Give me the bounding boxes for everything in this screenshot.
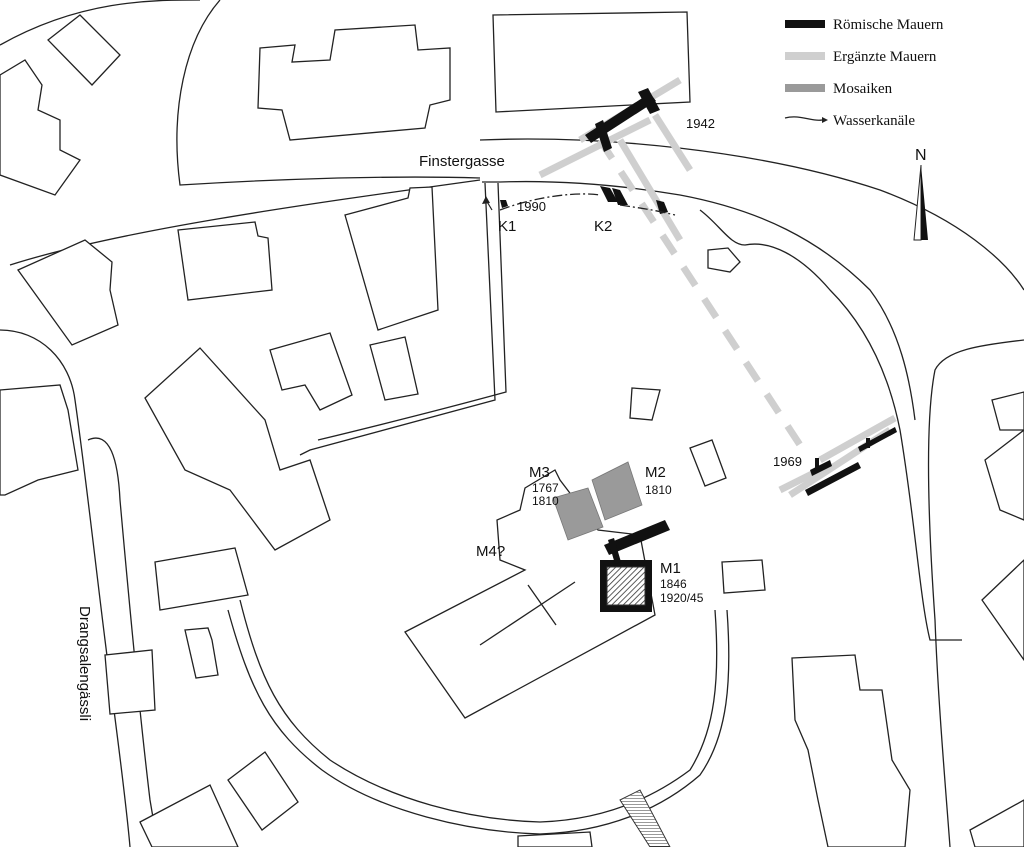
legend-symbol-water-channels <box>784 116 823 121</box>
legend-label-water-channels: Wasserkanäle <box>833 113 915 129</box>
reconstructed-walls <box>538 76 897 498</box>
water-channels <box>482 193 676 216</box>
enclosure-walls <box>227 182 962 835</box>
legend-label-mosaics: Mosaiken <box>833 81 893 97</box>
label-m2-year-1: 1810 <box>645 483 672 497</box>
legend-symbol-roman-walls <box>785 20 825 28</box>
mosaic-m3 <box>552 487 604 541</box>
legend: Römische Mauern Ergänzte Mauern Mosaiken… <box>784 17 944 129</box>
label-year-1990: 1990 <box>517 199 546 214</box>
label-m2: M2 <box>645 464 666 481</box>
legend-symbol-reconstructed-walls <box>785 52 825 60</box>
north-arrow-label: N <box>915 147 927 164</box>
label-m3-year-1: 1767 <box>532 481 559 495</box>
label-k1: K1 <box>498 218 516 235</box>
label-m3: M3 <box>529 464 550 481</box>
legend-label-roman-walls: Römische Mauern <box>833 17 944 33</box>
stairs <box>619 789 671 847</box>
mosaics <box>552 461 643 541</box>
buildings <box>0 11 1024 847</box>
church <box>404 469 656 719</box>
label-year-1969: 1969 <box>773 454 802 469</box>
north-arrow: N <box>913 147 928 241</box>
label-year-1942: 1942 <box>686 116 715 131</box>
roman-walls <box>500 88 897 612</box>
label-m1-year-1: 1846 <box>660 577 687 591</box>
label-m1: M1 <box>660 560 681 577</box>
legend-label-reconstructed-walls: Ergänzte Mauern <box>833 49 937 65</box>
label-m3-year-2: 1810 <box>532 494 559 508</box>
street-label-finstergasse: Finstergasse <box>419 153 505 170</box>
label-m4: M4? <box>476 543 505 560</box>
mosaic-m2 <box>591 461 643 521</box>
street-label-drangsalengaessli: Drangsalengässli <box>76 606 93 721</box>
legend-symbol-mosaics <box>785 84 825 92</box>
label-m1-year-2: 1920/45 <box>660 591 704 605</box>
north-arrow-icon <box>913 164 922 241</box>
label-k2: K2 <box>594 218 612 235</box>
